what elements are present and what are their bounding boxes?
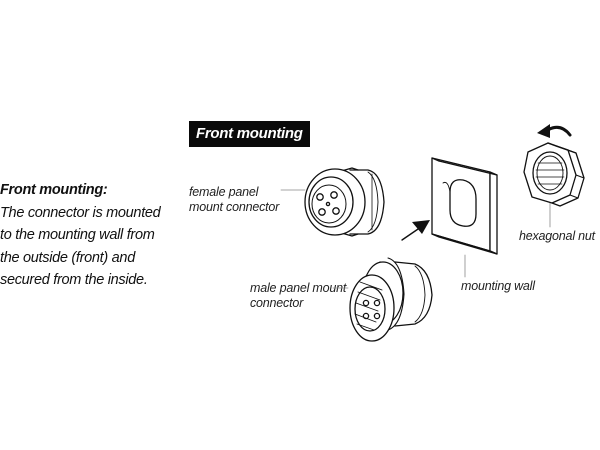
female-connector-icon	[304, 167, 385, 237]
female-connector-label: female panel mount connector	[189, 185, 280, 214]
hexagonal-nut-label: hexagonal nut	[519, 229, 595, 243]
description-heading: Front mounting:	[0, 182, 108, 198]
diagram-title: Front mounting	[189, 121, 310, 147]
description-body: The connector is mounted to the mounting…	[0, 204, 161, 289]
insert-arrow-icon	[401, 220, 430, 241]
male-connector-label: male panel mount connector	[250, 281, 347, 310]
rotate-arrow-icon	[537, 124, 572, 138]
mounting-wall-icon	[431, 157, 498, 255]
male-connector-icon	[349, 257, 433, 342]
mounting-wall-label: mounting wall	[461, 279, 535, 293]
description-block: Front mounting: The connector is mounted…	[0, 179, 170, 292]
hexagonal-nut-icon	[523, 142, 585, 207]
